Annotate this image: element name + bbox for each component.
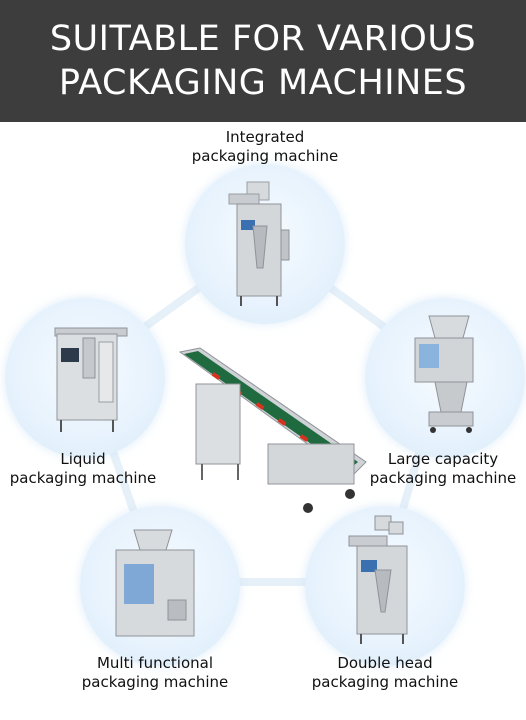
liquid-machine-circle [5, 298, 165, 458]
liquid-machine-image [54, 327, 128, 432]
multi-functional-machine-circle [80, 506, 240, 666]
liquid-label-line-1: Liquid [60, 450, 106, 468]
liquid-machine-label: Liquid packaging machine [0, 450, 168, 488]
conveyor-machine-image [178, 347, 367, 513]
large-capacity-label-line-2: packaging machine [369, 469, 517, 487]
liquid-label-line-2: packaging machine [9, 469, 157, 487]
large-capacity-label-line-1: Large capacity [387, 450, 499, 468]
banner-title-line-2: PACKAGING MACHINES [58, 63, 468, 103]
header-banner: SUITABLE FOR VARIOUS PACKAGING MACHINES [0, 0, 526, 122]
banner-title-line-1: SUITABLE FOR VARIOUS [49, 19, 477, 59]
machine-diagram: Integrated packaging machine Liquid pack… [0, 122, 526, 720]
multi-functional-machine-label: Multi functional packaging machine [70, 654, 240, 692]
large-capacity-machine-image [414, 315, 474, 433]
double-head-label-line-2: packaging machine [311, 673, 459, 691]
large-capacity-machine-label: Large capacity packaging machine [360, 450, 526, 488]
integrated-machine-label: Integrated packaging machine [185, 128, 345, 166]
multi-functional-label-line-2: packaging machine [81, 673, 229, 691]
multi-functional-label-line-1: Multi functional [96, 654, 214, 672]
integrated-machine-image [228, 181, 290, 306]
integrated-label-line-2: packaging machine [191, 147, 339, 165]
double-head-machine-image [348, 515, 408, 644]
double-head-machine-circle [305, 506, 465, 666]
double-head-machine-label: Double head packaging machine [300, 654, 470, 692]
double-head-label-line-1: Double head [337, 654, 433, 672]
integrated-label-line-1: Integrated [225, 128, 305, 146]
multi-functional-machine-image [115, 529, 195, 637]
large-capacity-machine-circle [365, 298, 525, 458]
integrated-machine-circle [185, 164, 345, 324]
